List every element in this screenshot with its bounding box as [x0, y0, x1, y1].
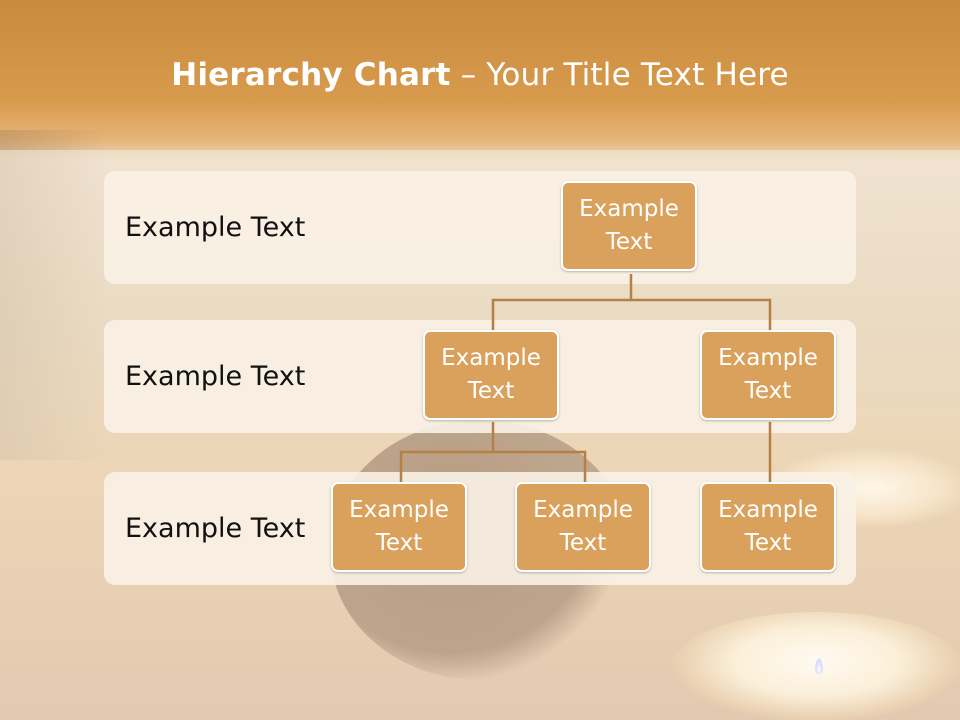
node-level3-left-b[interactable]: Example Text: [515, 482, 651, 572]
level-label-2: Example Text: [125, 361, 306, 392]
slide-title: Hierarchy Chart – Your Title Text Here: [0, 55, 960, 95]
level-label-3: Example Text: [125, 513, 306, 544]
title-rest: Your Title Text Here: [486, 57, 789, 93]
level-band-1: Example Text: [104, 171, 856, 284]
node-root[interactable]: Example Text: [561, 181, 697, 271]
connector-root: [491, 274, 772, 330]
node-level2-left[interactable]: Example Text: [423, 330, 559, 420]
title-bold: Hierarchy Chart: [171, 57, 451, 93]
connector-left: [399, 422, 587, 482]
node-level3-left-a[interactable]: Example Text: [331, 482, 467, 572]
level-label-1: Example Text: [125, 212, 306, 243]
node-level2-right[interactable]: Example Text: [700, 330, 836, 420]
title-separator: –: [450, 57, 487, 93]
candle-flame: [815, 658, 823, 674]
node-level3-right[interactable]: Example Text: [700, 482, 836, 572]
